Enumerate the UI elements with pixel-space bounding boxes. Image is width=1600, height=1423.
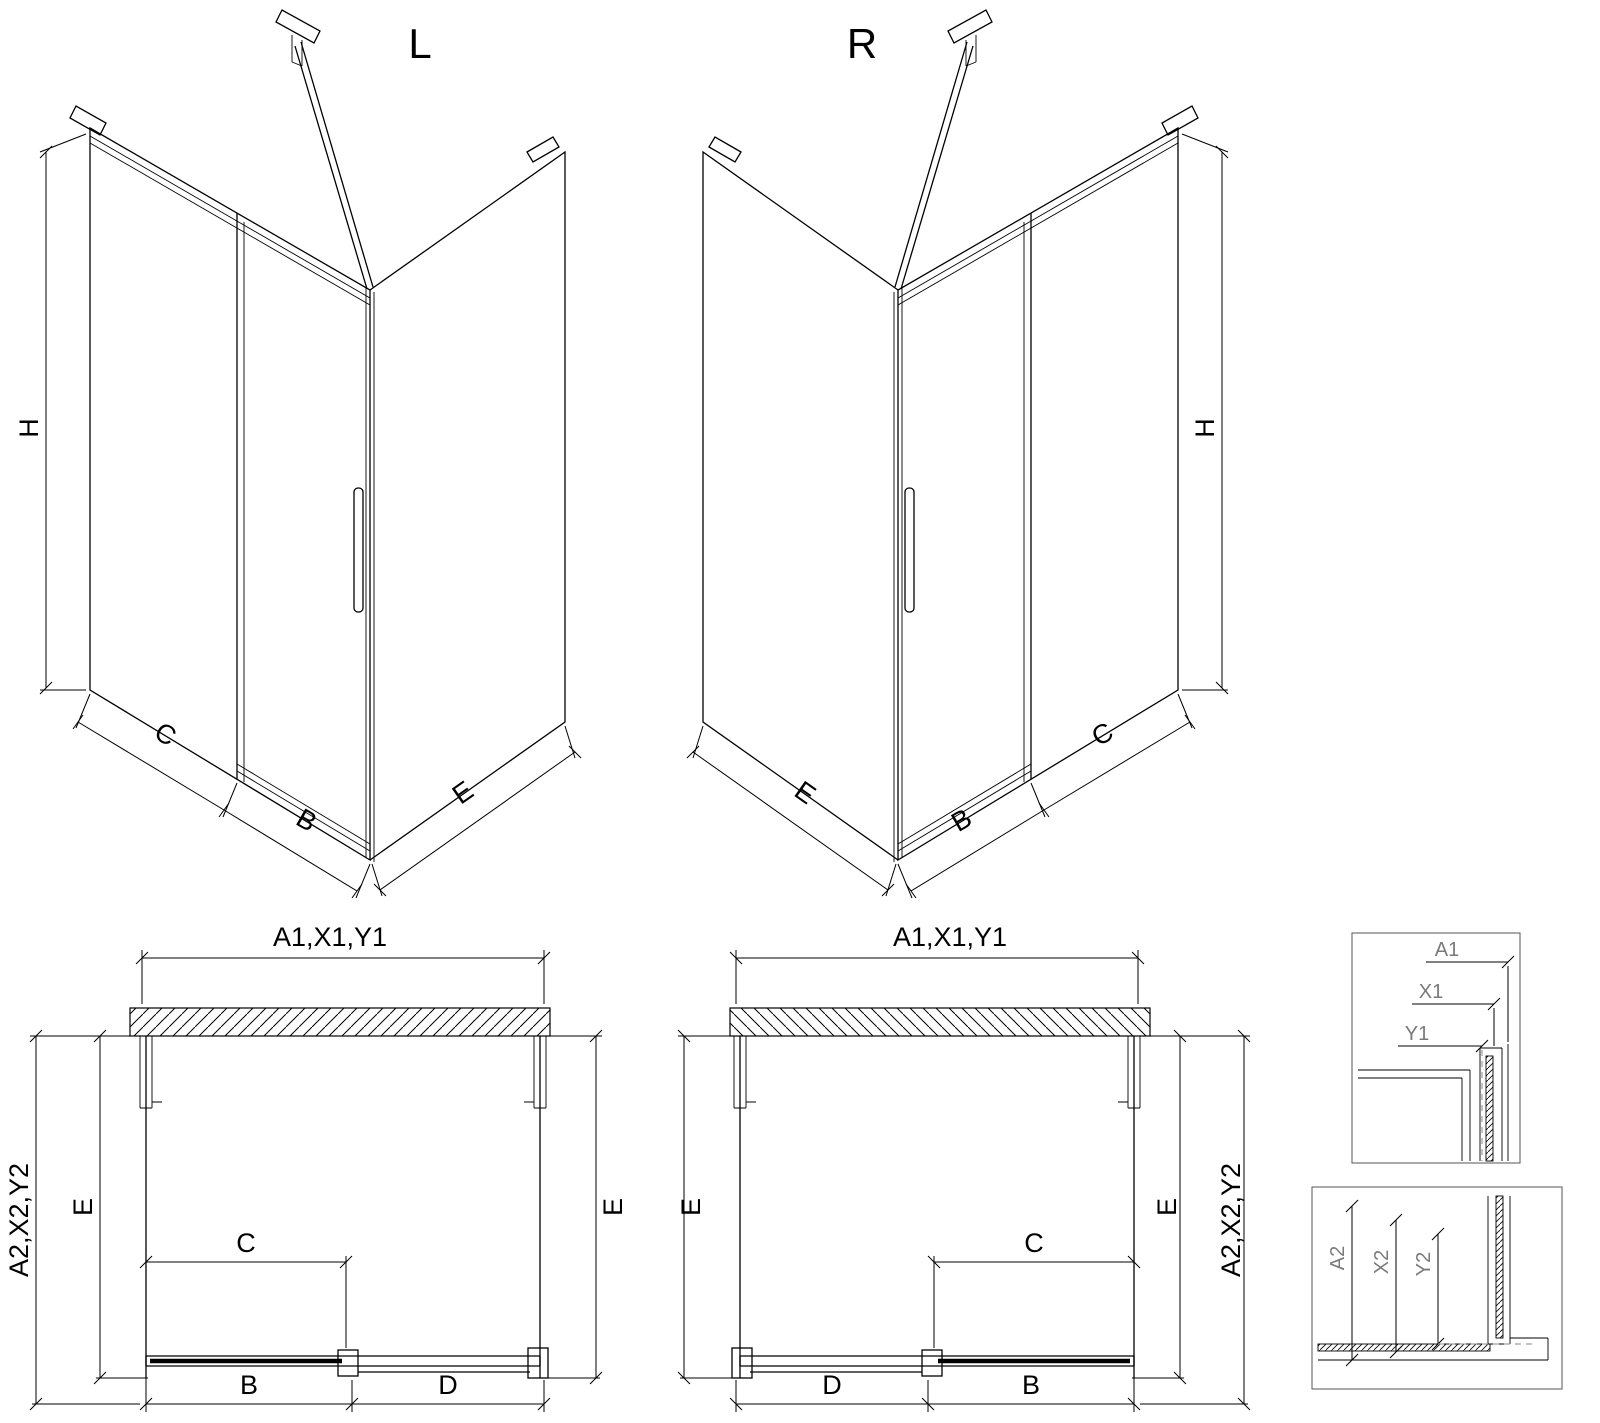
door-stopper (337, 1349, 359, 1377)
detail-a2-drawing (1317, 1195, 1549, 1361)
variant-label-right: R (847, 20, 877, 67)
glass-section (1485, 1055, 1494, 1162)
plan-left-dim-outer: A2,X2,Y2 (4, 1163, 34, 1277)
plan-right-dim-b: B (1022, 1370, 1040, 1400)
plan-right-dim-d: D (822, 1370, 842, 1400)
dim-label-e-left: E (447, 775, 479, 810)
wall-profile-left (139, 1036, 162, 1109)
glass-section-vertical (1495, 1195, 1504, 1339)
side-panel-outline (369, 150, 566, 861)
dim-c-lines (139, 1255, 353, 1348)
plan-right-dim-e-left: E (676, 1198, 706, 1216)
plan-left-dim-e-right: E (598, 1198, 628, 1216)
support-bar (294, 41, 374, 290)
detail-a1-box (1351, 932, 1521, 1164)
variant-label-left: L (408, 20, 431, 67)
front-track (145, 1355, 541, 1367)
plan-right-dim-outer: A2,X2,Y2 (1216, 1163, 1246, 1277)
plan-view-right-geometry (678, 950, 1250, 1412)
dim-label-c-right: C (1087, 716, 1119, 752)
wall-profile-right (524, 1036, 547, 1109)
detail-a1-drawing (1358, 1044, 1509, 1162)
dim-label-b-left: B (291, 803, 322, 838)
dim-e-right-lines (544, 1029, 603, 1385)
dim-height-ticks (39, 145, 53, 695)
detail-label-y1: Y1 (1405, 1023, 1429, 1045)
plan-left-dim-top: A1,X1,Y1 (273, 922, 387, 952)
dim-b-d-lines (139, 1372, 551, 1412)
detail-label-a2: A2 (1327, 1246, 1349, 1270)
detail-a2-dims (1345, 1199, 1445, 1367)
iso-view-left-geometry (39, 9, 582, 899)
dim-label-h-left: H (14, 418, 44, 438)
side-glass-panels (145, 1036, 541, 1378)
door-handle (353, 487, 364, 613)
plan-view-left-geometry (29, 950, 603, 1412)
plan-right-dim-c: C (1024, 1228, 1044, 1258)
dim-a2-lines (29, 1029, 140, 1411)
detail-a1-border (1351, 932, 1521, 1164)
dim-label-c-left: C (150, 716, 182, 752)
detail-label-a1: A1 (1435, 939, 1459, 961)
dim-e-lines (371, 725, 576, 897)
support-bar-bracket-leg (291, 35, 303, 67)
corner-post (365, 288, 375, 862)
wall-bracket-left (69, 105, 107, 136)
dim-c-b-lines (75, 693, 371, 899)
detail-label-y2: Y2 (1413, 1252, 1435, 1276)
dim-height-lines (39, 133, 87, 691)
detail-a1-dims (1398, 955, 1515, 1053)
detail-label-x1: X1 (1419, 981, 1443, 1003)
plan-left-dim-e-left: E (68, 1198, 98, 1216)
front-wall-outline (89, 126, 371, 862)
plan-right-dim-e-right: E (1152, 1198, 1182, 1216)
plan-right-dim-top: A1,X1,Y1 (893, 922, 1007, 952)
dim-a1-lines (135, 950, 551, 1004)
dim-e-ticks (373, 745, 582, 897)
labels: L R H C B E H E B C A1,X1,Y1 C B D E A2,… (4, 20, 1459, 1400)
top-rail (89, 135, 371, 306)
plan-left-dim-d: D (438, 1370, 458, 1400)
corner-bracket (527, 1347, 549, 1379)
dim-label-e-right: E (789, 775, 821, 810)
detail-a2-box (1311, 1186, 1563, 1390)
detail-a2-border (1311, 1186, 1563, 1390)
plan-left-dim-b: B (240, 1370, 258, 1400)
dim-c-b-ticks (72, 714, 363, 899)
plan-left-dim-c: C (236, 1228, 256, 1258)
dim-label-b-right: B (946, 803, 977, 838)
door-bottom-guide (236, 763, 371, 852)
glass-section-horizontal (1317, 1343, 1491, 1352)
support-bar-wall-bracket (275, 9, 321, 44)
wall-section (129, 1007, 551, 1037)
dim-label-h-right: H (1190, 418, 1220, 438)
wall-bracket-right (526, 136, 560, 163)
iso-view-right-geometry (686, 9, 1229, 899)
detail-label-x2: X2 (1371, 1250, 1393, 1274)
